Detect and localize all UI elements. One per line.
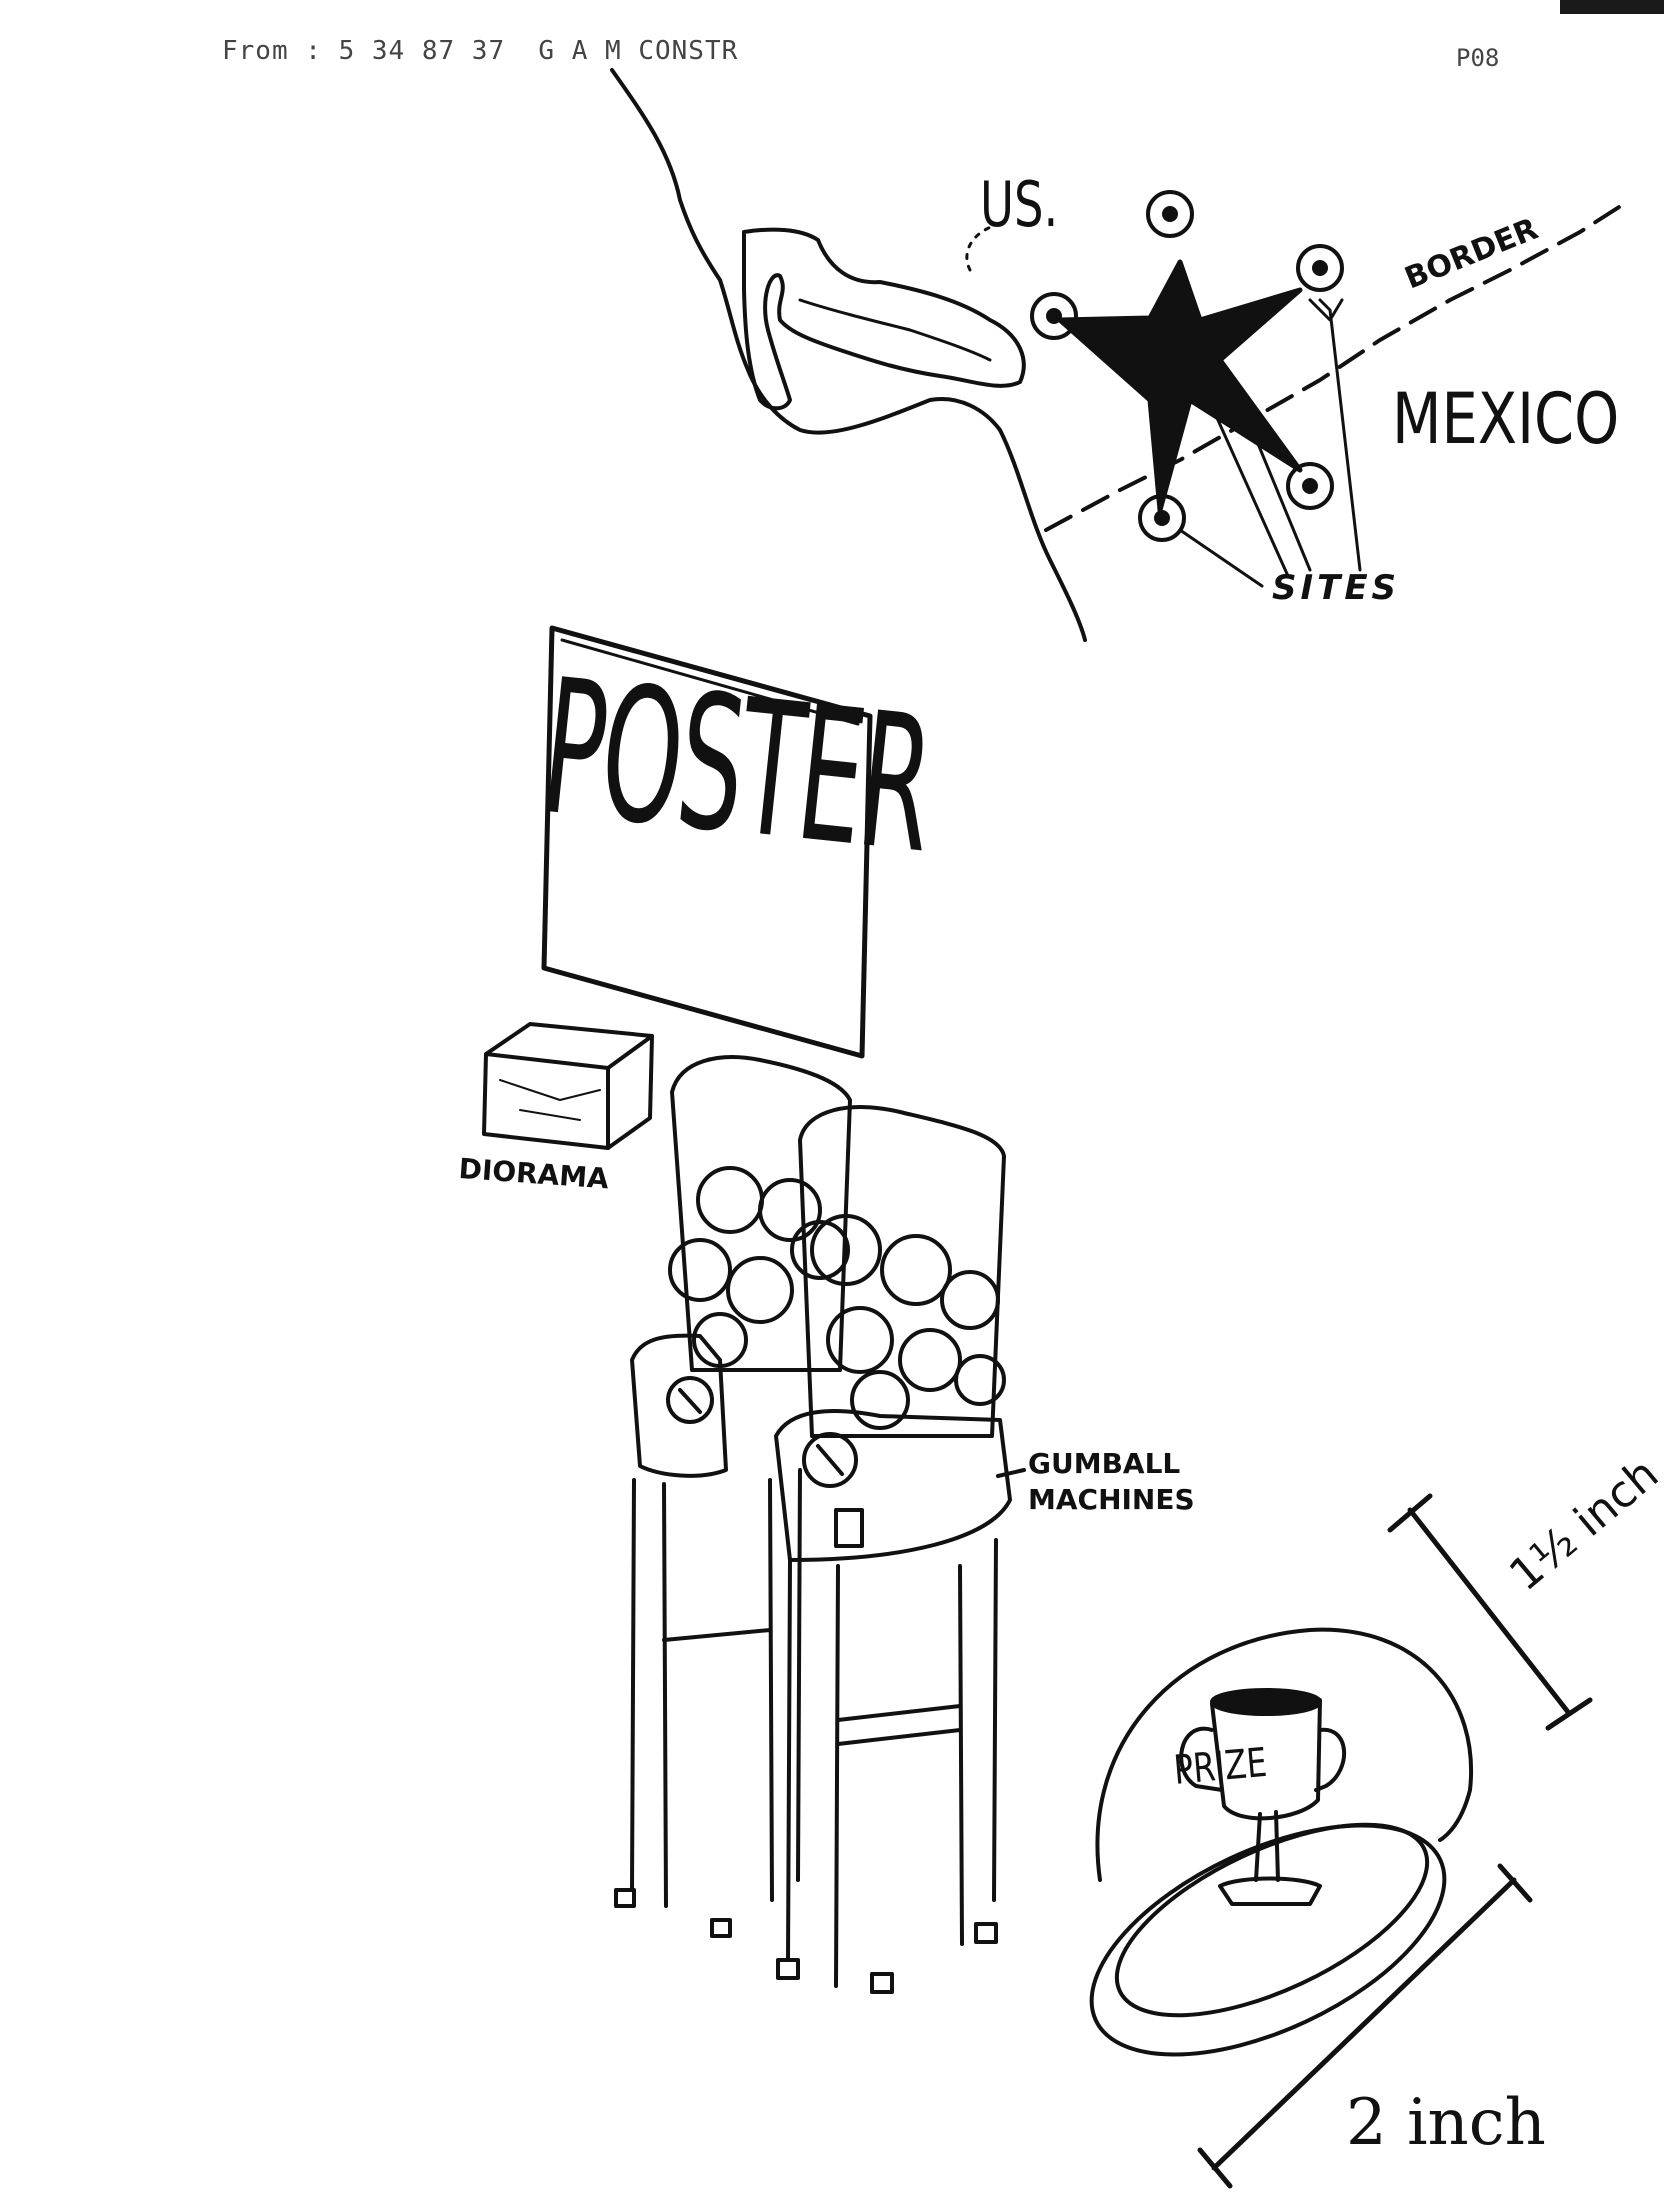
gulf-outline: [798, 298, 992, 362]
star-marker: [1057, 259, 1303, 513]
diorama-box: [482, 1022, 654, 1150]
width-dimension-line: [1197, 1863, 1533, 2189]
baja-peninsula: [742, 227, 1026, 411]
gumball-label-line2: MACHINES: [1028, 1483, 1195, 1516]
sites-label: SITES: [1272, 568, 1401, 608]
poster-label: POSTER: [533, 638, 940, 895]
width-label: 2 inch: [1346, 2086, 1546, 2160]
map-sketch: [610, 68, 1632, 642]
page-number: P08: [1456, 44, 1500, 72]
height-dimension-line: [1387, 1493, 1593, 1731]
gumball-machine-front: [774, 1105, 1026, 1994]
gumball-label-line1: GUMBALL: [1028, 1447, 1181, 1480]
us-label: US.: [980, 168, 1059, 241]
fax-header: From : 5 34 87 37 G A M CONSTR: [222, 36, 739, 66]
prize-label: PRIZE: [1172, 1739, 1269, 1794]
coastline: [610, 68, 1087, 642]
gumball-machine-back: [614, 1055, 852, 1938]
poster-frame: [541, 625, 873, 1059]
gumball-label: GUMBALL MACHINES: [1028, 1446, 1195, 1518]
mexico-label: MEXICO: [1392, 378, 1620, 460]
poster-frame-inner: [560, 638, 860, 726]
prize-dome: [1089, 1627, 1474, 2057]
fax-edge-bar: [1560, 0, 1664, 14]
site-pointer-lines: [1178, 298, 1362, 588]
site-markers: [1030, 190, 1344, 542]
border-line: [1044, 198, 1632, 532]
